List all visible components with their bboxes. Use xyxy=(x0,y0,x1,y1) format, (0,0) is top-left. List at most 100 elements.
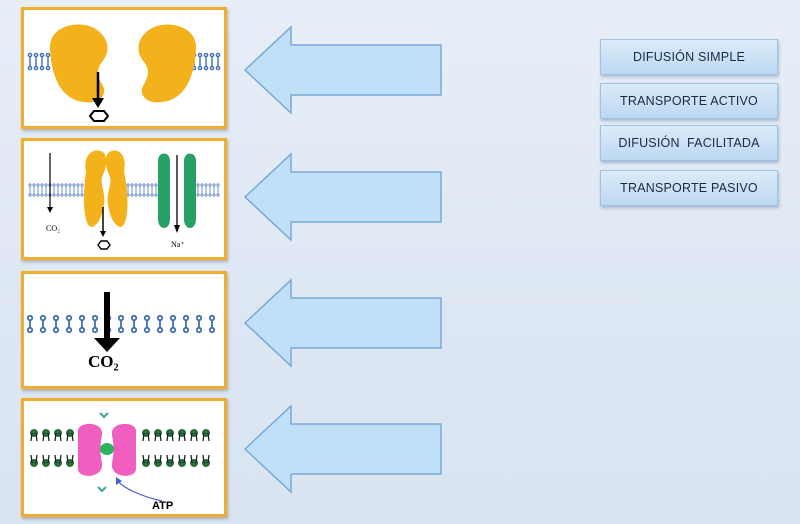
lipid-head xyxy=(52,193,56,197)
lipid-head xyxy=(117,314,125,322)
lipid-head xyxy=(32,183,36,187)
lipid-head xyxy=(68,193,72,197)
lipid-head xyxy=(78,314,86,322)
lipid-head xyxy=(196,193,200,197)
sodium-arrow-head xyxy=(174,225,180,233)
lipid-tail xyxy=(54,454,57,464)
lipid-head xyxy=(200,183,204,187)
lipid-head xyxy=(28,183,32,187)
diffusion-arrow-line xyxy=(104,292,110,342)
lipid-tail xyxy=(30,432,33,442)
membrane-bilayer xyxy=(26,314,216,334)
lipid-head xyxy=(33,65,39,71)
option-difusion-simple[interactable]: DIFUSIÓN SIMPLE xyxy=(600,39,778,75)
lipid-head xyxy=(143,326,151,334)
lipid-tail xyxy=(159,454,162,464)
lipid-head xyxy=(138,193,142,197)
channel-right-half xyxy=(184,153,196,228)
lipid-head xyxy=(39,65,45,71)
lipid-head xyxy=(197,65,203,71)
lipid-head xyxy=(143,314,151,322)
lipid-head xyxy=(52,326,60,334)
lipid-tail xyxy=(71,432,74,442)
lipid-tail xyxy=(59,454,62,464)
carrier-arrow-head xyxy=(100,231,106,237)
lipid-tail xyxy=(35,454,38,464)
active-transport-diagram: ATP xyxy=(30,412,210,512)
lipid-head xyxy=(27,65,33,71)
lipid-head xyxy=(208,326,216,334)
lipid-head xyxy=(64,193,68,197)
lipid-tail xyxy=(47,432,50,442)
option-difusion-facilitada[interactable]: DIFUSIÓN FACILITADA xyxy=(600,125,778,161)
molecule-marker-top xyxy=(99,412,109,419)
lipid-head xyxy=(52,183,56,187)
lipid-head xyxy=(91,326,99,334)
pump-left-half xyxy=(78,423,103,476)
lipid-head xyxy=(156,314,164,322)
lipid-head xyxy=(28,193,32,197)
lipid-head xyxy=(203,52,209,58)
lipid-head xyxy=(76,183,80,187)
diagram-card-4: ATP xyxy=(21,398,227,517)
lipid-tail xyxy=(66,432,69,442)
lipid-tail xyxy=(30,454,33,464)
lipid-tail xyxy=(147,432,150,442)
lipid-head xyxy=(56,193,60,197)
lipid-tail xyxy=(207,432,210,442)
lipid-head xyxy=(27,52,33,58)
lipid-head xyxy=(215,65,221,71)
lipid-head xyxy=(154,183,158,187)
lipid-head xyxy=(65,326,73,334)
carrier-protein-left-half xyxy=(49,24,108,103)
lipid-head xyxy=(142,183,146,187)
lipid-head xyxy=(64,183,68,187)
channel-diagram: CO₂ Na⁺ xyxy=(28,150,220,250)
lipid-head xyxy=(216,193,220,197)
lipid-head xyxy=(169,314,177,322)
lipid-head xyxy=(80,193,84,197)
carrier-protein-diagram xyxy=(27,24,221,122)
lipid-head xyxy=(208,314,216,322)
lipid-head xyxy=(76,193,80,197)
lipid-tail xyxy=(171,454,174,464)
lipid-head xyxy=(197,52,203,58)
lipid-head xyxy=(130,193,134,197)
lipid-head xyxy=(196,183,200,187)
lipid-head xyxy=(215,52,221,58)
molecule-hexagon xyxy=(88,110,110,122)
lipid-head xyxy=(45,65,51,71)
option-transporte-activo[interactable]: TRANSPORTE ACTIVO xyxy=(600,83,778,119)
lipid-head xyxy=(154,193,158,197)
lipid-head xyxy=(146,183,150,187)
lipid-tail xyxy=(202,454,205,464)
lipid-tail xyxy=(171,432,174,442)
lipid-head xyxy=(204,183,208,187)
lipid-tail xyxy=(42,454,45,464)
lipid-head xyxy=(216,183,220,187)
lipid-head xyxy=(44,183,48,187)
lipid-tail xyxy=(190,454,193,464)
lipid-head xyxy=(33,52,39,58)
lipid-head xyxy=(52,314,60,322)
carrier-protein-right-half xyxy=(105,150,128,227)
lipid-tail xyxy=(59,432,62,442)
lipid-tail xyxy=(166,454,169,464)
lipid-head xyxy=(32,193,36,197)
lipid-head xyxy=(130,183,134,187)
lipid-head xyxy=(209,52,215,58)
carrier-protein-right-half xyxy=(138,24,197,103)
lipid-head xyxy=(26,326,34,334)
lipid-head xyxy=(212,183,216,187)
lipid-head xyxy=(138,183,142,187)
atp-label: ATP xyxy=(152,500,173,512)
lipid-tail xyxy=(159,432,162,442)
lipid-tail xyxy=(142,432,145,442)
lipid-tail xyxy=(147,454,150,464)
lipid-tail xyxy=(195,432,198,442)
molecule-hexagon xyxy=(97,240,111,250)
carrier-protein-left-half xyxy=(84,150,107,227)
option-transporte-pasivo[interactable]: TRANSPORTE PASIVO xyxy=(600,170,778,206)
lipid-head xyxy=(36,193,40,197)
co2-label: CO₂ xyxy=(46,224,60,233)
